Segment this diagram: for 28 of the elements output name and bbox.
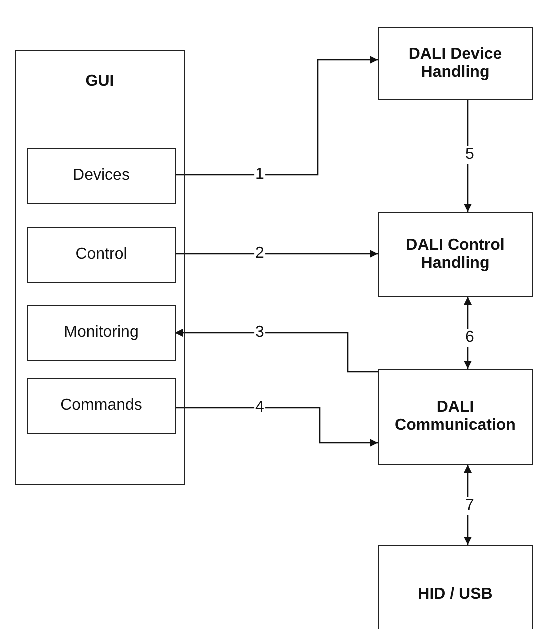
edge-label: 7 bbox=[464, 497, 476, 515]
connector-arrow bbox=[175, 407, 378, 447]
box-label: DALI Device Handling bbox=[408, 46, 504, 82]
module-box bbox=[27, 378, 176, 434]
box-label: Monitoring bbox=[64, 324, 139, 342]
edge-label: 5 bbox=[464, 146, 476, 164]
connector-arrow bbox=[464, 297, 472, 369]
box-label: Commands bbox=[60, 397, 142, 415]
box-label: HID / USB bbox=[418, 586, 493, 604]
connector-arrow bbox=[175, 250, 378, 258]
box-label: Devices bbox=[73, 167, 130, 185]
connector-arrow bbox=[464, 100, 472, 212]
module-box bbox=[27, 305, 176, 361]
connector-arrow bbox=[175, 56, 378, 176]
component-box bbox=[378, 545, 533, 629]
module-box bbox=[27, 148, 176, 204]
module-box bbox=[27, 227, 176, 283]
component-box bbox=[378, 212, 533, 297]
component-box bbox=[378, 27, 533, 100]
box-label: DALI Communication bbox=[394, 399, 517, 435]
connector-arrow bbox=[464, 465, 472, 545]
component-box bbox=[378, 369, 533, 465]
panel-title: GUI bbox=[86, 73, 114, 91]
box-label: Control bbox=[76, 246, 128, 264]
gui-panel bbox=[15, 50, 185, 485]
connector-arrow bbox=[175, 329, 378, 373]
box-label: DALI Control Handling bbox=[405, 236, 506, 272]
edge-label: 6 bbox=[464, 329, 476, 347]
